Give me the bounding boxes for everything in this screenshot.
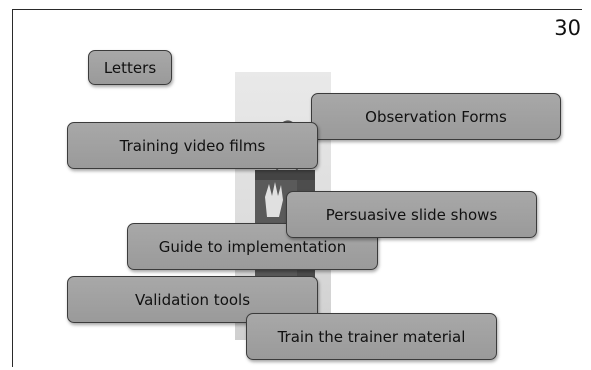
page-number: 30	[554, 16, 581, 40]
training-video-films-label: Training video films	[67, 122, 318, 169]
slide-frame-left-line	[12, 9, 13, 367]
letters-label: Letters	[88, 50, 172, 85]
observation-forms-label: Observation Forms	[311, 93, 561, 140]
persuasive-slide-shows-label: Persuasive slide shows	[286, 191, 537, 238]
train-the-trainer-material-label: Train the trainer material	[246, 313, 497, 360]
slide-frame-top-line	[12, 9, 582, 10]
